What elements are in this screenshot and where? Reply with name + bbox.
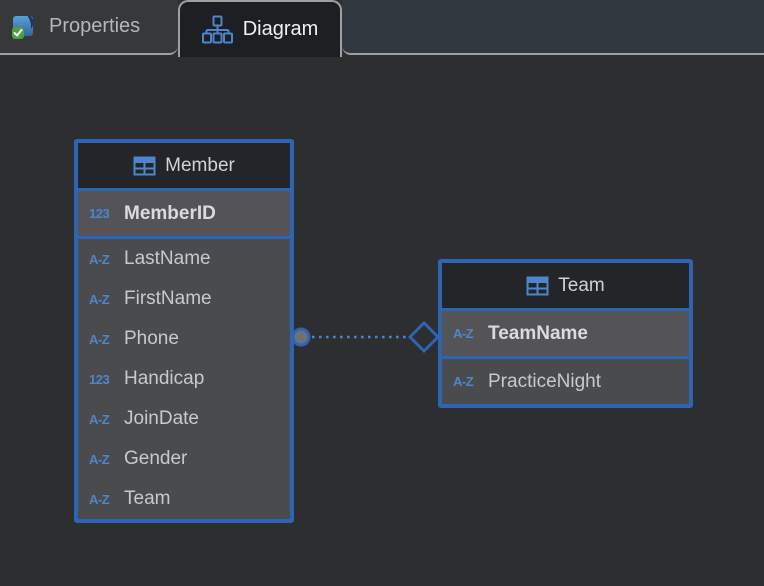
column-row-joindate[interactable]: A-Z JoinDate (78, 399, 290, 439)
text-type-icon: A-Z (89, 411, 110, 427)
divider (442, 308, 689, 311)
text-type-icon: A-Z (89, 331, 110, 347)
integer-type-icon: 123 (89, 371, 110, 387)
entity-title: Team (558, 274, 605, 296)
tab-bar: Properties Diagram (0, 0, 764, 57)
column-row-gender[interactable]: A-Z Gender (78, 439, 290, 479)
text-type-icon: A-Z (89, 251, 110, 267)
tab-diagram[interactable]: Diagram (178, 0, 342, 57)
table-icon (133, 156, 156, 176)
column-row-team[interactable]: A-Z Team (78, 479, 290, 519)
diagram-canvas[interactable]: Member 123 MemberID A-Z LastName A-Z Fir… (0, 57, 764, 586)
column-row-phone[interactable]: A-Z Phone (78, 319, 290, 359)
entity-member[interactable]: Member 123 MemberID A-Z LastName A-Z Fir… (74, 139, 294, 523)
entity-team[interactable]: Team A-Z TeamName A-Z PracticeNight (438, 259, 693, 408)
entity-member-header[interactable]: Member (78, 143, 290, 188)
text-type-icon: A-Z (453, 326, 474, 341)
tab-diagram-label: Diagram (242, 18, 319, 40)
text-type-icon: A-Z (89, 491, 110, 507)
table-icon (526, 276, 549, 296)
relationship-circle-end (291, 327, 311, 347)
text-type-icon: A-Z (89, 451, 110, 467)
text-type-icon: A-Z (89, 291, 110, 307)
tab-properties[interactable]: Properties (0, 0, 178, 55)
column-row-practicenight[interactable]: A-Z PracticeNight (442, 359, 689, 404)
column-row-handicap[interactable]: 123 Handicap (78, 359, 290, 399)
divider (442, 356, 689, 359)
relationship-link[interactable] (280, 310, 455, 365)
properties-icon (11, 13, 38, 40)
divider (78, 188, 290, 191)
column-row-memberid[interactable]: 123 MemberID (78, 191, 290, 236)
relationship-diamond-end (407, 320, 441, 354)
tab-bar-spacer (342, 0, 764, 55)
integer-type-icon: 123 (89, 206, 110, 221)
column-row-firstname[interactable]: A-Z FirstName (78, 279, 290, 319)
column-row-teamname[interactable]: A-Z TeamName (442, 311, 689, 356)
tab-properties-label: Properties (49, 15, 141, 37)
divider (78, 236, 290, 239)
entity-team-header[interactable]: Team (442, 263, 689, 308)
diagram-icon (201, 15, 233, 44)
text-type-icon: A-Z (453, 374, 474, 389)
entity-title: Member (165, 154, 235, 176)
column-row-lastname[interactable]: A-Z LastName (78, 239, 290, 279)
